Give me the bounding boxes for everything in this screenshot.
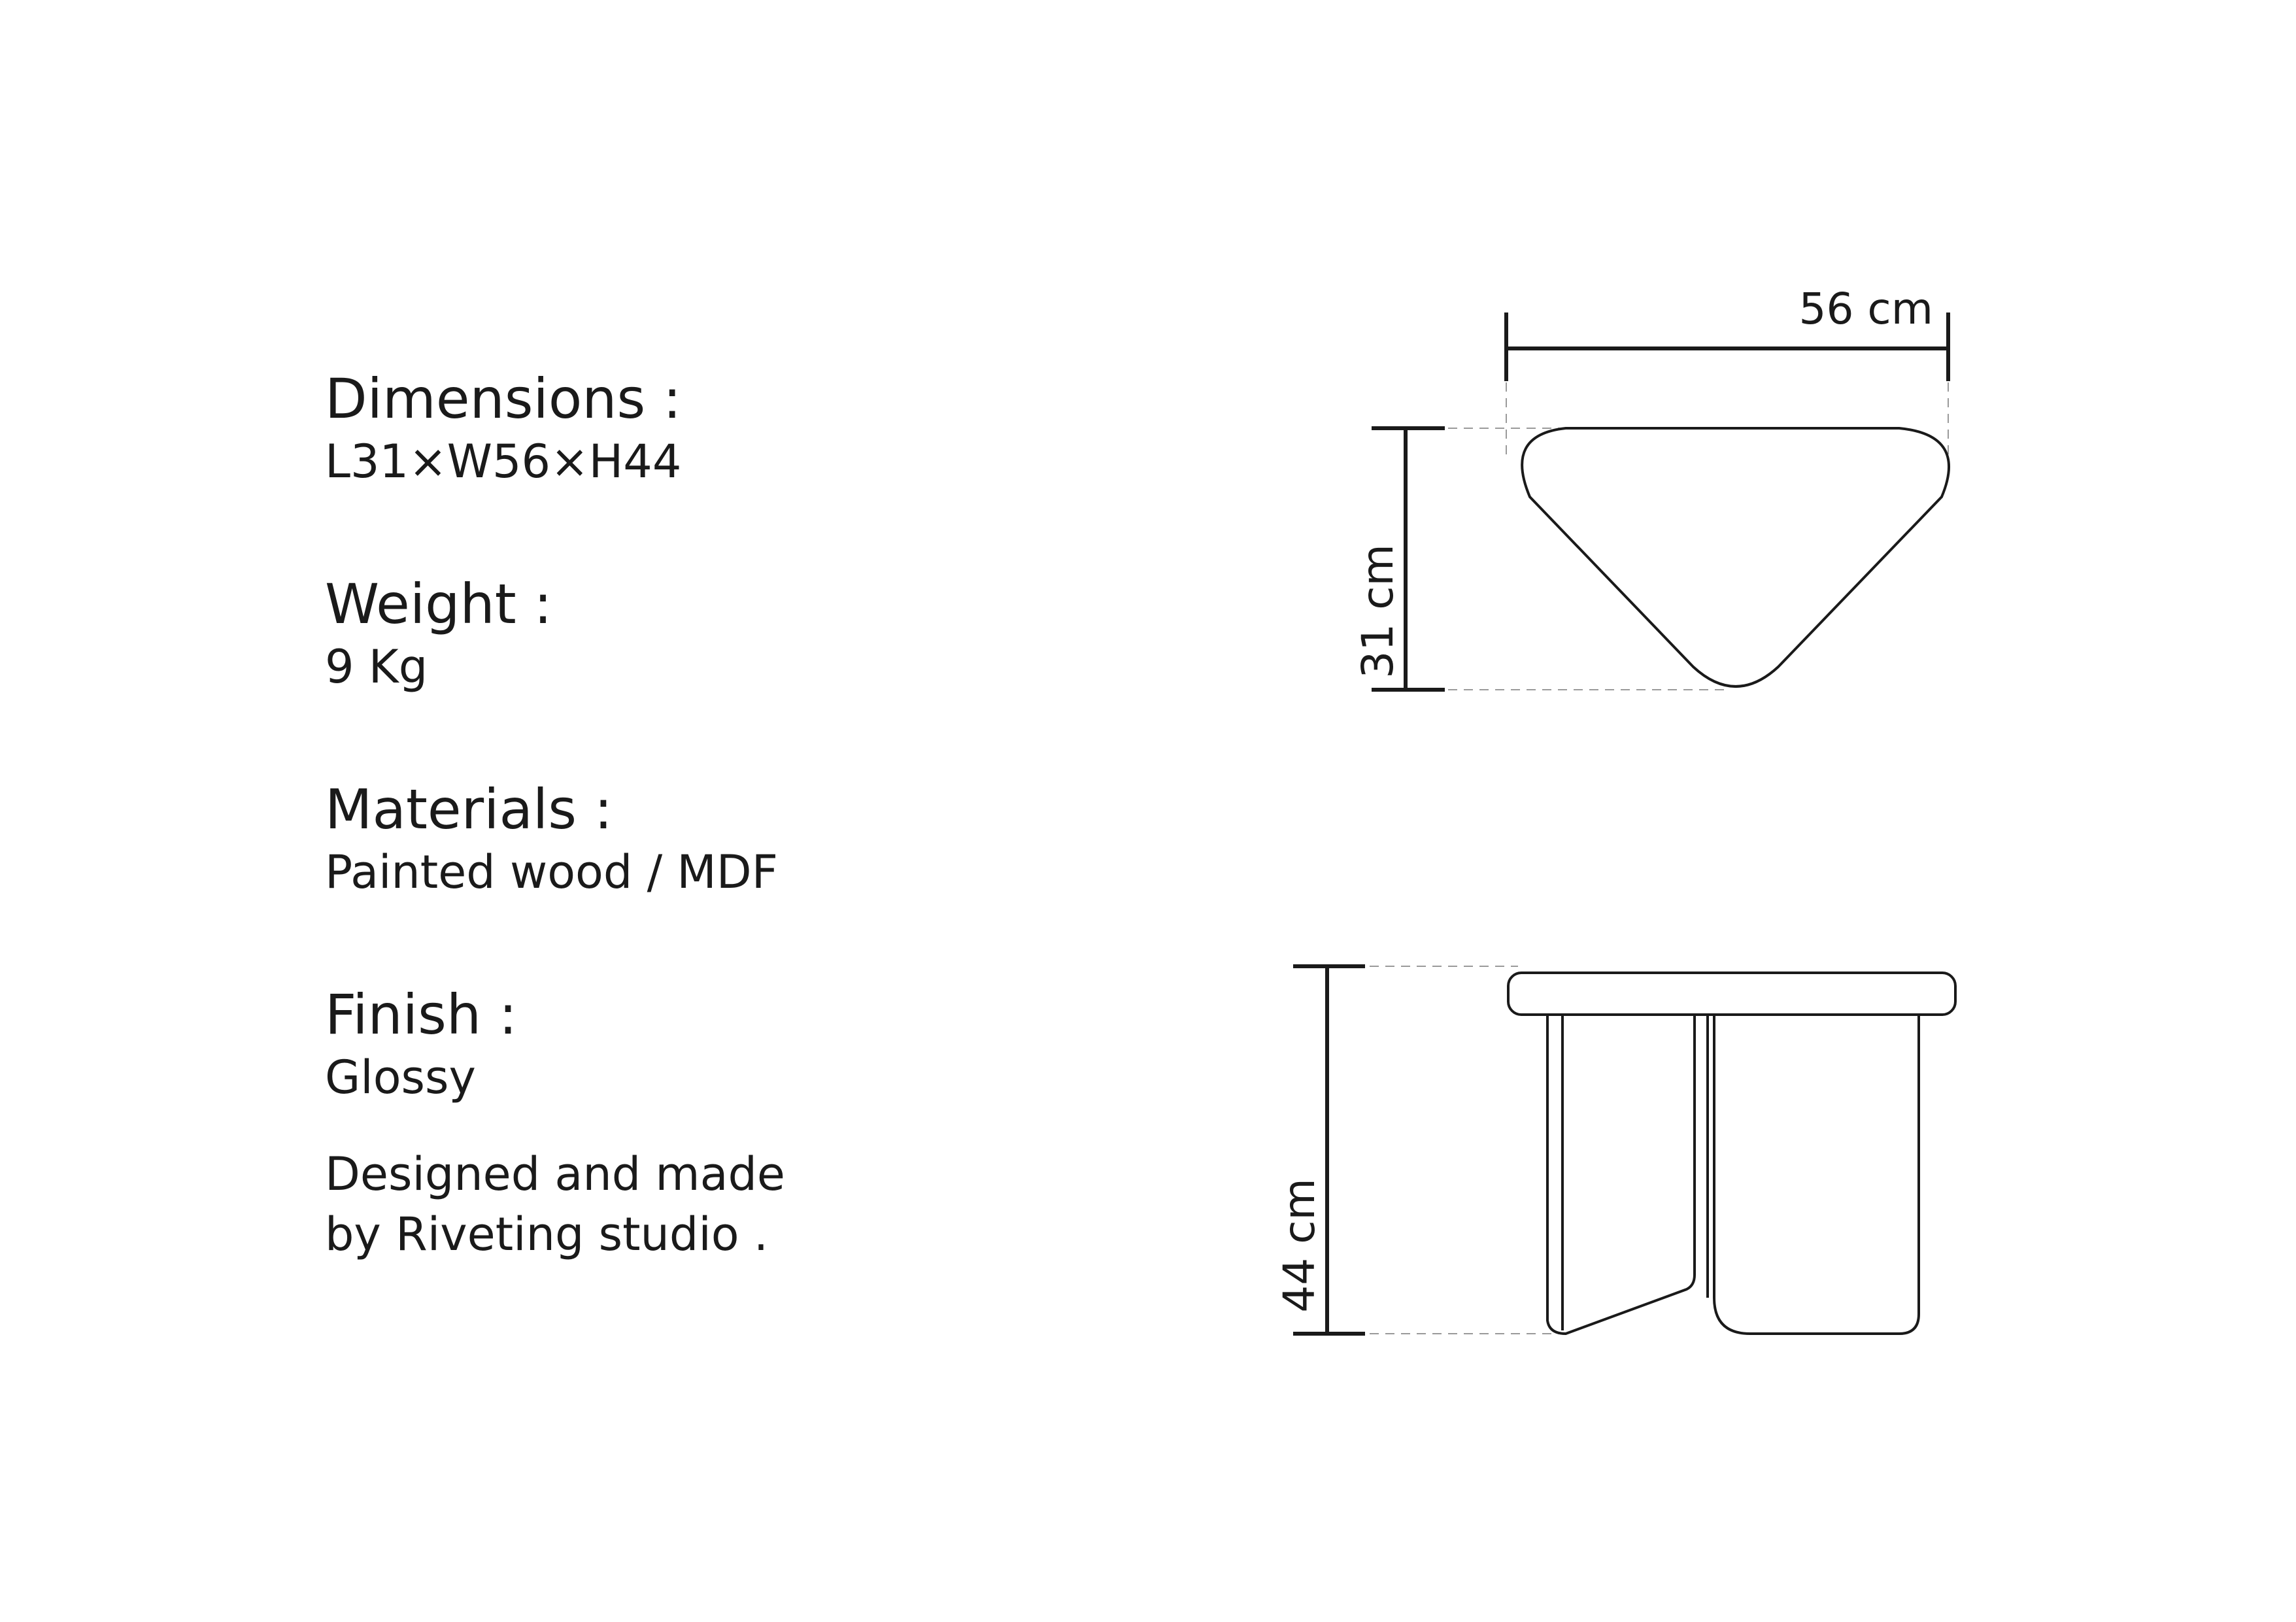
materials-label: Materials : — [325, 777, 613, 841]
depth-dimension — [1372, 426, 1445, 692]
width-dimension — [1504, 313, 1950, 381]
spec-finish: Finish : Glossy — [325, 982, 1240, 1107]
dimensions-label: Dimensions : — [325, 367, 682, 431]
finish-label: Finish : — [325, 983, 518, 1047]
spec-materials: Materials : Painted wood / MDF — [325, 777, 1240, 902]
height-label: 44 cm — [1274, 1178, 1325, 1313]
depth-guides — [1448, 428, 1726, 690]
width-label: 56 cm — [1798, 284, 1933, 334]
height-guides — [1370, 966, 1564, 1334]
tabletop-side-outline — [1507, 972, 1957, 1016]
side-view: 44 cm — [1274, 964, 1957, 1336]
tabletop-top-outline — [1521, 427, 1951, 688]
credit-line-1: Designed and made — [325, 1147, 785, 1201]
spec-weight: Weight : 9 Kg — [325, 571, 1240, 697]
weight-value: 9 Kg — [325, 640, 428, 694]
finish-value: Glossy — [325, 1051, 476, 1104]
right-leg — [1706, 1015, 1920, 1335]
dimensions-value: L31×W56×H44 — [325, 435, 682, 488]
top-view: 56 cm 31 cm — [1353, 284, 1951, 692]
designer-credit: Designed and made by Riveting studio . — [325, 1144, 1240, 1264]
height-dimension — [1293, 964, 1365, 1336]
specifications-panel: Dimensions : L31×W56×H44 Weight : 9 Kg M… — [325, 366, 1240, 1264]
depth-label: 31 cm — [1353, 544, 1403, 679]
left-leg — [1546, 1015, 1696, 1336]
spec-dimensions: Dimensions : L31×W56×H44 — [325, 366, 1240, 492]
weight-label: Weight : — [325, 572, 552, 636]
credit-line-2: by Riveting studio . — [325, 1208, 769, 1261]
width-guides — [1506, 382, 1949, 461]
materials-value: Painted wood / MDF — [325, 845, 778, 899]
